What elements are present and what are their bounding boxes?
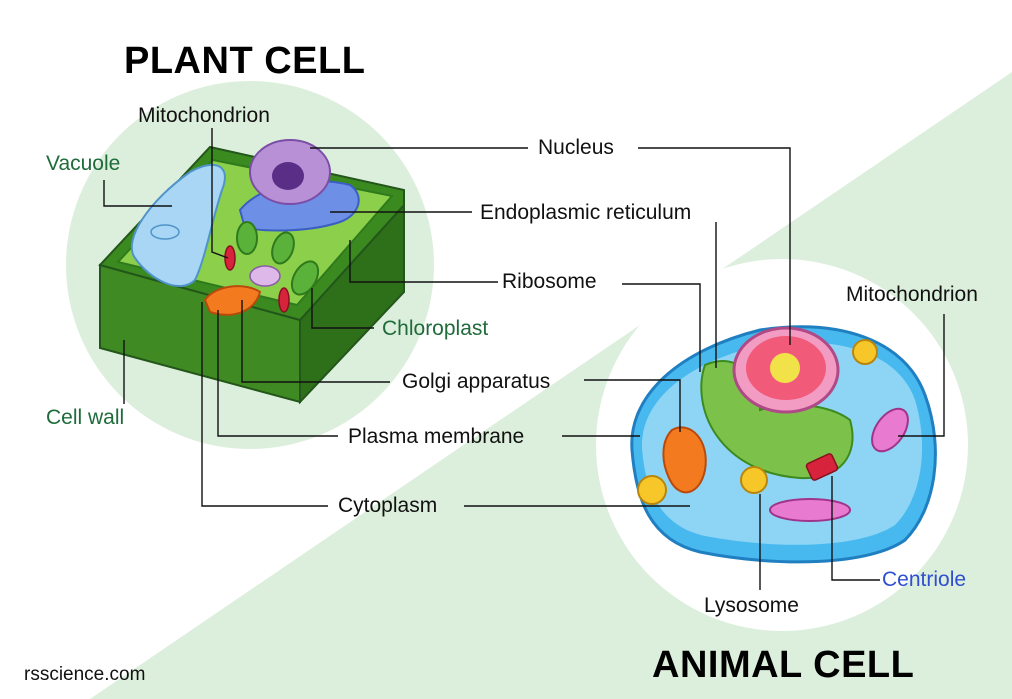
animal-nucleolus	[770, 353, 800, 383]
label-plasma-membrane: Plasma membrane	[348, 425, 524, 449]
label-centriole: Centriole	[882, 568, 966, 592]
label-chloroplast: Chloroplast	[382, 317, 488, 341]
label-golgi-apparatus: Golgi apparatus	[402, 370, 550, 394]
label-vacuole: Vacuole	[46, 152, 120, 176]
plant-cell-title: PLANT CELL	[124, 40, 365, 83]
label-nucleus: Nucleus	[538, 136, 614, 160]
label-cytoplasm: Cytoplasm	[338, 494, 437, 518]
plant-chloroplast-1	[237, 222, 257, 254]
plant-nucleolus	[272, 162, 304, 190]
label-cell-wall: Cell wall	[46, 406, 124, 430]
animal-lysosome	[741, 467, 767, 493]
label-endoplasmic-reticulum: Endoplasmic reticulum	[480, 201, 691, 225]
label-ribosome: Ribosome	[502, 270, 597, 294]
label-lysosome: Lysosome	[704, 594, 799, 618]
label-mitochondrion-plant: Mitochondrion	[138, 104, 270, 128]
label-mitochondrion-animal: Mitochondrion	[846, 283, 978, 307]
animal-cell-title: ANIMAL CELL	[652, 644, 914, 687]
site-credit: rsscience.com	[24, 664, 145, 686]
